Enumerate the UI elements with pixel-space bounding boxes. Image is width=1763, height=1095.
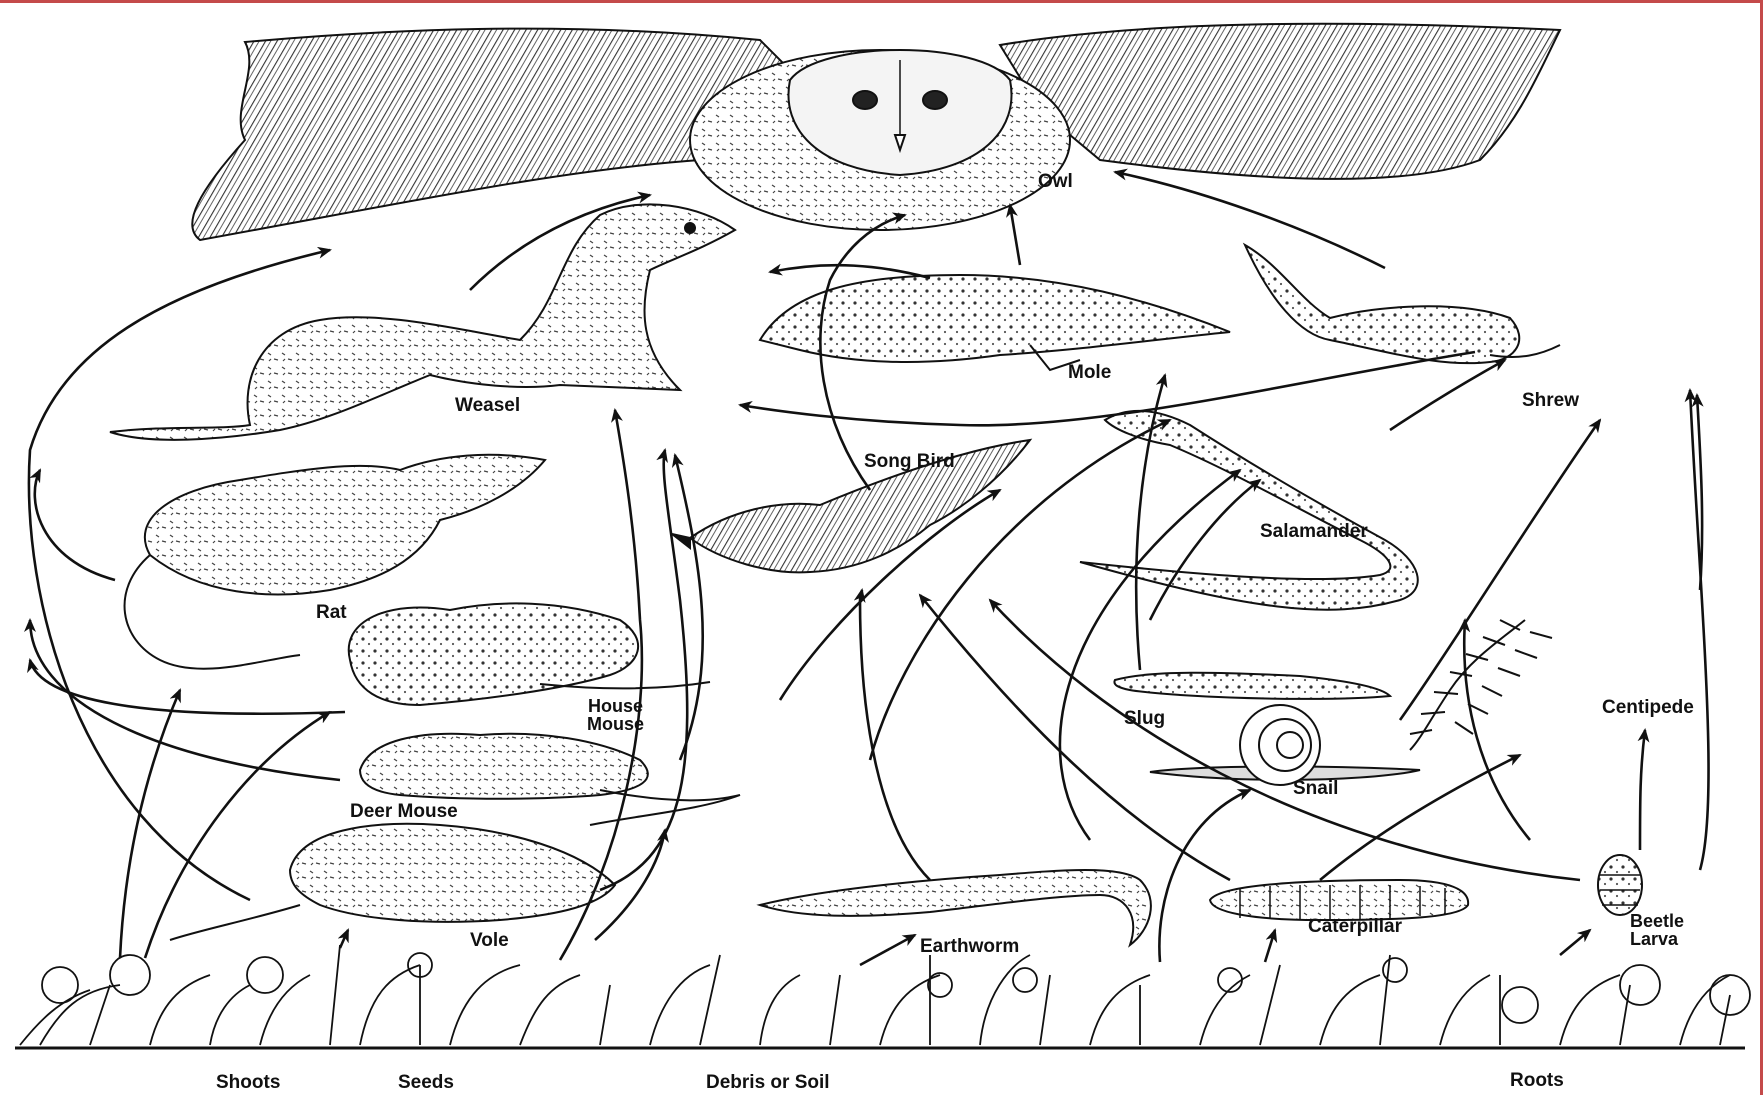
arrow-caterpillar-to-song-bird [920, 595, 1230, 880]
beetle-larva-illustration [1598, 855, 1642, 915]
arrow-mole-to-owl [1010, 205, 1020, 265]
centipede-illustration [1410, 620, 1552, 750]
label-house-mouse-line2: Mouse [587, 715, 644, 733]
arrow-debris-to-earthworm [860, 935, 915, 965]
arrow-snail-to-shrew [1400, 420, 1600, 720]
label-roots: Roots [1510, 1072, 1564, 1090]
arrow-shoots-to-vole [340, 930, 348, 948]
label-owl: Owl [1038, 173, 1073, 191]
label-shoots: Shoots [216, 1074, 280, 1092]
label-deer-mouse: Deer Mouse [350, 803, 458, 821]
label-beetle-larva-line2: Larva [1630, 930, 1684, 948]
arrow-earthworm-to-song-bird [860, 590, 930, 880]
label-house-mouse: House Mouse [587, 697, 644, 733]
arrow-rat-to-owl [35, 470, 115, 580]
label-seeds: Seeds [398, 1074, 454, 1092]
vole-illustration [170, 824, 615, 940]
label-shrew: Shrew [1522, 392, 1579, 410]
label-caterpillar: Caterpillar [1308, 918, 1402, 936]
snail-illustration [1150, 705, 1420, 785]
label-vole: Vole [470, 932, 509, 950]
label-slug: Slug [1124, 710, 1165, 728]
arrow-debris-to-caterpillar [1265, 930, 1275, 962]
label-house-mouse-line1: House [587, 697, 644, 715]
label-song-bird: Song Bird [864, 453, 955, 471]
label-salamander: Salamander [1260, 523, 1368, 541]
slug-illustration [1114, 673, 1390, 699]
ground-plants-illustration [15, 945, 1750, 1048]
arrow-deer-mouse-to-owl [30, 620, 340, 780]
label-rat: Rat [316, 604, 347, 622]
label-snail: Snail [1293, 780, 1338, 798]
arrow-beetle-larva-to-centipede [1640, 730, 1645, 850]
earthworm-illustration [760, 870, 1151, 945]
arrow-salamander-to-shrew [1390, 360, 1505, 430]
arrow-deer-mouse-to-weasel [675, 455, 703, 760]
shrew-illustration [1245, 245, 1560, 363]
arrow-snail-stem [1159, 790, 1250, 962]
arrow-beetle-larva-to-salamander [1464, 620, 1530, 840]
label-beetle-larva: Beetle Larva [1630, 912, 1684, 948]
caterpillar-illustration [1210, 880, 1468, 920]
owl-illustration [192, 24, 1560, 240]
arrow-roots-to-beetle-larva [1560, 930, 1590, 955]
label-weasel: Weasel [455, 397, 520, 415]
label-beetle-larva-line1: Beetle [1630, 912, 1684, 930]
label-centipede: Centipede [1602, 699, 1694, 717]
house-mouse-illustration [349, 603, 710, 705]
label-debris-or-soil: Debris or Soil [706, 1074, 830, 1092]
label-earthworm: Earthworm [920, 938, 1019, 956]
label-mole: Mole [1068, 364, 1111, 382]
mole-illustration [760, 275, 1230, 370]
